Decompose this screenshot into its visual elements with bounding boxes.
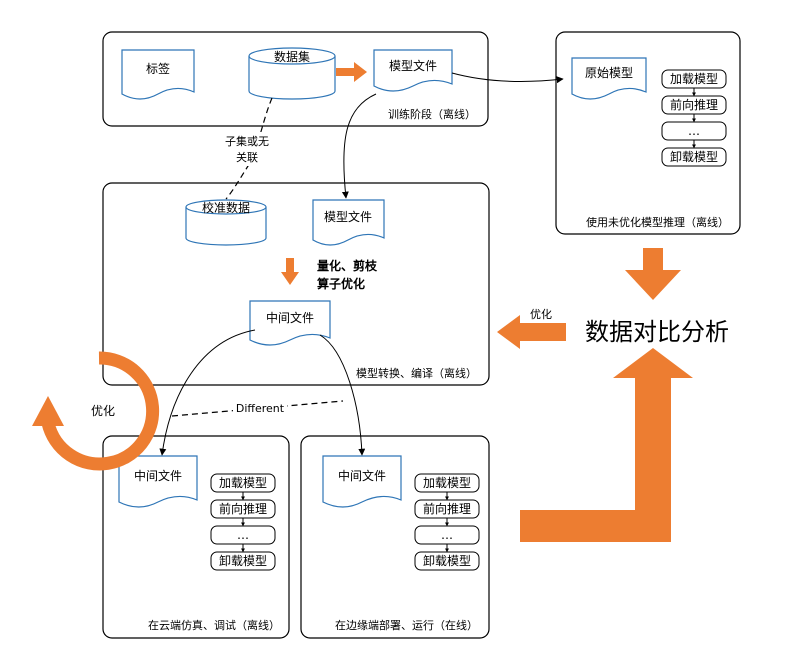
dataset-cylinder: 数据集 [248, 47, 336, 100]
optimize-loop-label: 优化 [91, 404, 115, 418]
ops-line-2: 算子优化 [317, 276, 365, 291]
original-step-label: 前向推理 [670, 97, 718, 112]
runtime-to-compare-arrow [520, 348, 693, 542]
edge-step-box [414, 551, 480, 571]
edge-step-label: 卸载模型 [423, 553, 471, 568]
original-model-document: 原始模型 [571, 57, 647, 100]
svg-text:原始模型: 原始模型 [585, 66, 633, 80]
original-to-compare-arrow [625, 248, 681, 300]
subset-note-line-1: 子集或无 [225, 134, 269, 148]
edge-intermediate-document: 中间文件 [322, 455, 402, 508]
original-step-label: … [688, 124, 700, 138]
cloud-caption: 在云端仿真、调试（离线） [148, 618, 280, 632]
cloud-step-label: 加载模型 [219, 476, 267, 490]
label-document: 标签 [121, 49, 195, 100]
svg-text:校准数据: 校准数据 [202, 200, 250, 215]
intermediate-to-cloud-connector [159, 329, 256, 456]
cloud-step-label: … [237, 528, 249, 542]
quantize-arrow [281, 258, 299, 285]
original-caption: 使用未优化模型推理（离线） [586, 215, 729, 229]
original-step-box [661, 147, 727, 167]
svg-text:模型文件: 模型文件 [389, 58, 437, 73]
edge-step-label: 前向推理 [423, 501, 471, 516]
conversion-caption: 模型转换、编译（离线） [356, 366, 477, 380]
training-caption: 训练阶段（离线） [388, 107, 476, 121]
conversion-model-file-document: 模型文件 [312, 199, 385, 246]
intermediate-file-document: 中间文件 [249, 300, 331, 346]
dataset-to-model-arrow [336, 62, 367, 82]
original-step-label: 加载模型 [670, 72, 718, 86]
edge-step-label: 加载模型 [423, 476, 471, 490]
conversion-panel: 校准数据 模型文件 量化、剪枝 算子优化 中间文件 模型转换、编译（离线） [102, 182, 490, 386]
cloud-step-label: 卸载模型 [219, 553, 267, 568]
svg-text:中间文件: 中间文件 [134, 468, 182, 483]
ops-line-1: 量化、剪枝 [317, 258, 378, 273]
svg-text:模型文件: 模型文件 [324, 209, 372, 224]
model-file-document: 模型文件 [373, 49, 453, 92]
svg-text:中间文件: 中间文件 [266, 310, 314, 325]
compare-to-conversion-arrow [497, 315, 566, 349]
optimize-arrow-label: 优化 [530, 307, 552, 321]
cloud-step-box [210, 551, 276, 571]
edge-caption: 在边缘端部署、运行（在线） [335, 618, 478, 632]
edge-step-label: … [441, 528, 453, 542]
cloud-intermediate-document: 中间文件 [118, 455, 198, 508]
training-panel: 标签 数据集 模型文件 训练阶段（离线） [102, 31, 489, 127]
model-to-original-connector [451, 72, 564, 84]
calibration-data-cylinder: 校准数据 [185, 199, 267, 246]
intermediate-to-edge-connector [319, 334, 366, 456]
optimize-loop-arrow [32, 351, 160, 471]
different-label: Different [236, 402, 285, 415]
compare-label: 数据对比分析 [585, 318, 729, 346]
svg-text:数据集: 数据集 [274, 49, 310, 64]
subset-note-bg [218, 132, 276, 166]
subset-note-line-2: 关联 [236, 150, 258, 164]
original-step-label: 卸载模型 [670, 149, 718, 164]
model-to-conversion-connector [341, 93, 377, 199]
cloud-step-label: 前向推理 [219, 501, 267, 516]
svg-text:中间文件: 中间文件 [338, 468, 386, 483]
svg-text:标签: 标签 [146, 61, 170, 76]
